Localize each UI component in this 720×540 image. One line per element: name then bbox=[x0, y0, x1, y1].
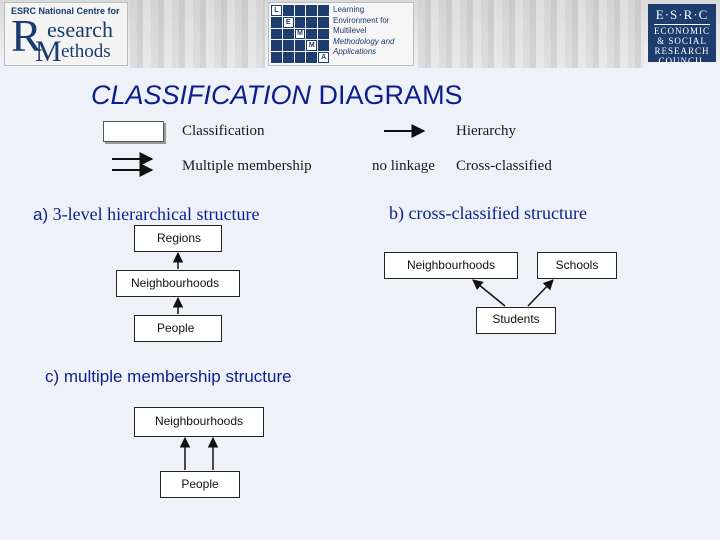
lemma-grid-cell: M bbox=[294, 28, 306, 40]
lemma-grid-cell bbox=[282, 5, 294, 16]
legend-hierarchy-label: Hierarchy bbox=[456, 123, 516, 139]
lemma-grid-cell: L bbox=[271, 5, 282, 16]
esrc-logo-line: COUNCIL bbox=[658, 56, 706, 66]
lemma-grid-cell bbox=[318, 28, 329, 40]
lemma-logo-line: Environment for bbox=[333, 15, 390, 25]
node-people-c: People bbox=[160, 471, 240, 498]
node-people: People bbox=[134, 315, 222, 342]
lemma-grid-cell bbox=[318, 16, 329, 28]
cross-arrow-students-to-schools bbox=[527, 279, 554, 307]
lemma-grid-cell bbox=[282, 52, 294, 63]
ncrm-logo-ethods: ethods bbox=[61, 41, 111, 62]
lemma-grid-cell bbox=[306, 16, 318, 28]
ncrm-logo-esearch: esearch bbox=[47, 17, 113, 42]
header-photo-strip bbox=[418, 0, 644, 68]
legend-classification-box bbox=[103, 121, 164, 142]
lemma-grid-cell bbox=[306, 52, 318, 63]
page-title-rest: DIAGRAMS bbox=[311, 80, 463, 110]
lemma-grid-cell bbox=[318, 40, 329, 52]
page-title-italic: CLASSIFICATION bbox=[91, 80, 312, 110]
page-title: CLASSIFICATION DIAGRAMS bbox=[91, 80, 463, 111]
legend-classification-label: Classification bbox=[182, 123, 265, 139]
header-banner: ESRC National Centre for R esearch M eth… bbox=[0, 0, 720, 68]
ncrm-logo-m: M bbox=[35, 35, 62, 68]
legend-multiple-membership-label: Multiple membership bbox=[182, 158, 312, 174]
esrc-logo-rule bbox=[654, 24, 710, 25]
esrc-logo-line: & SOCIAL bbox=[657, 36, 707, 46]
ncrm-logo-r: R bbox=[11, 10, 42, 61]
node-neighbourhoods-c: Neighbourhoods bbox=[134, 407, 264, 437]
legend-no-linkage-label: no linkage bbox=[372, 158, 435, 174]
panel-a-title: a) 3-level hierarchical structure bbox=[33, 204, 260, 225]
esrc-logo-line: ECONOMIC bbox=[653, 26, 710, 36]
lemma-logo-line: Multilevel bbox=[333, 26, 367, 35]
node-students: Students bbox=[476, 307, 556, 334]
lemma-logo-line: Applications bbox=[333, 47, 377, 56]
lemma-logo-line: Learning bbox=[333, 5, 365, 14]
lemma-grid-cell bbox=[294, 5, 306, 16]
lemma-grid-cell bbox=[318, 5, 329, 16]
lemma-grid-cell bbox=[282, 40, 294, 52]
esrc-logo-title: E·S·R·C bbox=[655, 7, 709, 22]
esrc-logo: E·S·R·C ECONOMIC & SOCIAL RESEARCH COUNC… bbox=[648, 4, 716, 66]
lemma-grid-cell bbox=[271, 28, 282, 40]
lemma-grid-cell bbox=[271, 40, 282, 52]
panel-c-title: c) multiple membership structure bbox=[45, 367, 292, 386]
lemma-grid-cell bbox=[294, 16, 306, 28]
node-neighbourhoods-b: Neighbourhoods bbox=[384, 252, 518, 279]
lemma-grid-cell bbox=[271, 52, 282, 63]
node-schools: Schools bbox=[537, 252, 617, 279]
lemma-grid-cell bbox=[282, 28, 294, 40]
header-photo-strip bbox=[130, 0, 265, 68]
lemma-grid-cell bbox=[271, 16, 282, 28]
lemma-grid-cell: E bbox=[282, 16, 294, 28]
ncrm-logo: ESRC National Centre for R esearch M eth… bbox=[4, 2, 128, 68]
panel-a-prefix: a) bbox=[33, 205, 49, 224]
panel-a-label: 3-level hierarchical structure bbox=[48, 204, 260, 224]
legend-cross-classified-label: Cross-classified bbox=[456, 158, 552, 174]
ncrm-logo-caption: ESRC National Centre for bbox=[11, 6, 120, 16]
lemma-grid-cell bbox=[306, 5, 318, 16]
lemma-grid-cell bbox=[294, 52, 306, 63]
lemma-grid-cell: M bbox=[306, 40, 318, 52]
panel-b-title: b) cross-classified structure bbox=[389, 203, 587, 223]
node-regions: Regions bbox=[134, 225, 222, 252]
esrc-logo-line: RESEARCH bbox=[654, 46, 710, 56]
lemma-logo-line: Methodology and bbox=[333, 36, 395, 46]
node-neighbourhoods: Neighbourhoods bbox=[116, 270, 240, 297]
lemma-grid-cell bbox=[306, 28, 318, 40]
cross-arrow-students-to-neighbourhoods bbox=[472, 279, 506, 307]
lemma-grid-cell bbox=[294, 40, 306, 52]
lemma-grid-cell: A bbox=[318, 52, 329, 63]
